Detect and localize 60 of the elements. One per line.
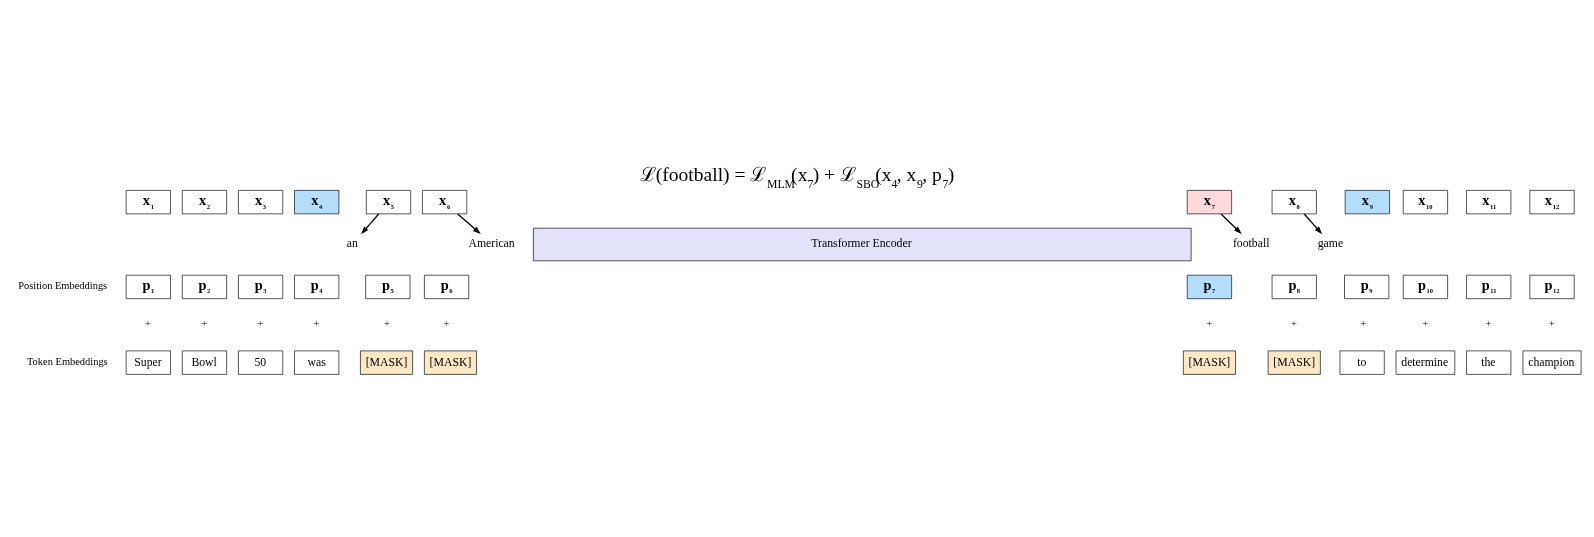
label: + xyxy=(383,317,390,329)
node-box: p$_{11}$ xyxy=(1466,274,1512,299)
node-box: p$_{4}$ xyxy=(294,274,340,299)
node-box: x$_{5}$ xyxy=(366,189,411,214)
node-box: p$_{6}$ xyxy=(424,274,470,299)
node-box: p$_{12}$ xyxy=(1529,274,1575,299)
node-text: American xyxy=(468,236,515,250)
label: + xyxy=(201,317,208,329)
node-box: p$_{1}$ xyxy=(125,274,171,299)
label: + xyxy=(1206,317,1213,329)
arrow xyxy=(361,212,380,234)
node-box: champion xyxy=(1522,350,1582,375)
node-box: x$_{6}$ xyxy=(422,189,468,214)
node-box: p$_{10}$ xyxy=(1402,274,1448,299)
node-box: Bowl xyxy=(181,350,227,375)
node-text: football xyxy=(1232,236,1270,250)
label: + xyxy=(1290,317,1297,329)
node-box: x$_{7}$ xyxy=(1186,189,1232,214)
node-box: Transformer Encoder xyxy=(533,227,1192,261)
label: Token Embeddings xyxy=(26,355,108,367)
label: + xyxy=(1548,317,1555,329)
label: + xyxy=(1360,317,1367,329)
node-box: p$_{7}$ xyxy=(1186,274,1232,299)
node-box: x$_{10}$ xyxy=(1402,189,1448,214)
node-box: p$_{2}$ xyxy=(181,274,227,299)
node-box: [MASK] xyxy=(1267,350,1321,375)
label: + xyxy=(443,317,450,329)
label: + xyxy=(257,317,264,329)
node-box: to xyxy=(1339,350,1385,375)
node-box: the xyxy=(1466,350,1512,375)
node-box: p$_{9}$ xyxy=(1344,274,1390,299)
node-box: x$_{8}$ xyxy=(1271,189,1317,214)
node-box: p$_{8}$ xyxy=(1271,274,1317,299)
label: + xyxy=(313,317,320,329)
node-box: x$_{11}$ xyxy=(1466,189,1512,214)
node-box: determine xyxy=(1395,350,1456,375)
node-box: was xyxy=(294,350,340,375)
node-box: 50 xyxy=(238,350,284,375)
node-box: x$_{1}$ xyxy=(125,189,171,214)
label: + xyxy=(145,317,151,329)
node-box: [MASK] xyxy=(360,350,413,375)
arrow xyxy=(1220,212,1242,234)
node-box: [MASK] xyxy=(1183,350,1236,375)
node-box: p$_{3}$ xyxy=(238,274,284,299)
node-box: x$_{12}$ xyxy=(1529,189,1575,214)
label: Position Embeddings xyxy=(18,279,108,291)
node-box: [MASK] xyxy=(424,350,477,375)
label: + xyxy=(1485,317,1492,329)
diagram-title: ℒ(football) = ℒ$_{MLM}$(x$_{7}$) + ℒ$_{SBO}$(x$_{4}$, x$_{9}$, p$_{7}$) xyxy=(639,163,955,191)
node-box: Super xyxy=(125,350,171,375)
node-box: x$_{9}$ xyxy=(1344,189,1390,214)
node-box: x$_{3}$ xyxy=(238,189,284,214)
arrow xyxy=(1303,212,1323,234)
node-box: p$_{5}$ xyxy=(365,274,411,299)
label: + xyxy=(1422,317,1429,329)
node-text: game xyxy=(1317,236,1344,250)
node-box: x$_{2}$ xyxy=(181,189,227,214)
node-box: x$_{4}$ xyxy=(294,189,340,214)
arrow xyxy=(456,212,481,234)
node-text: an xyxy=(346,236,358,250)
